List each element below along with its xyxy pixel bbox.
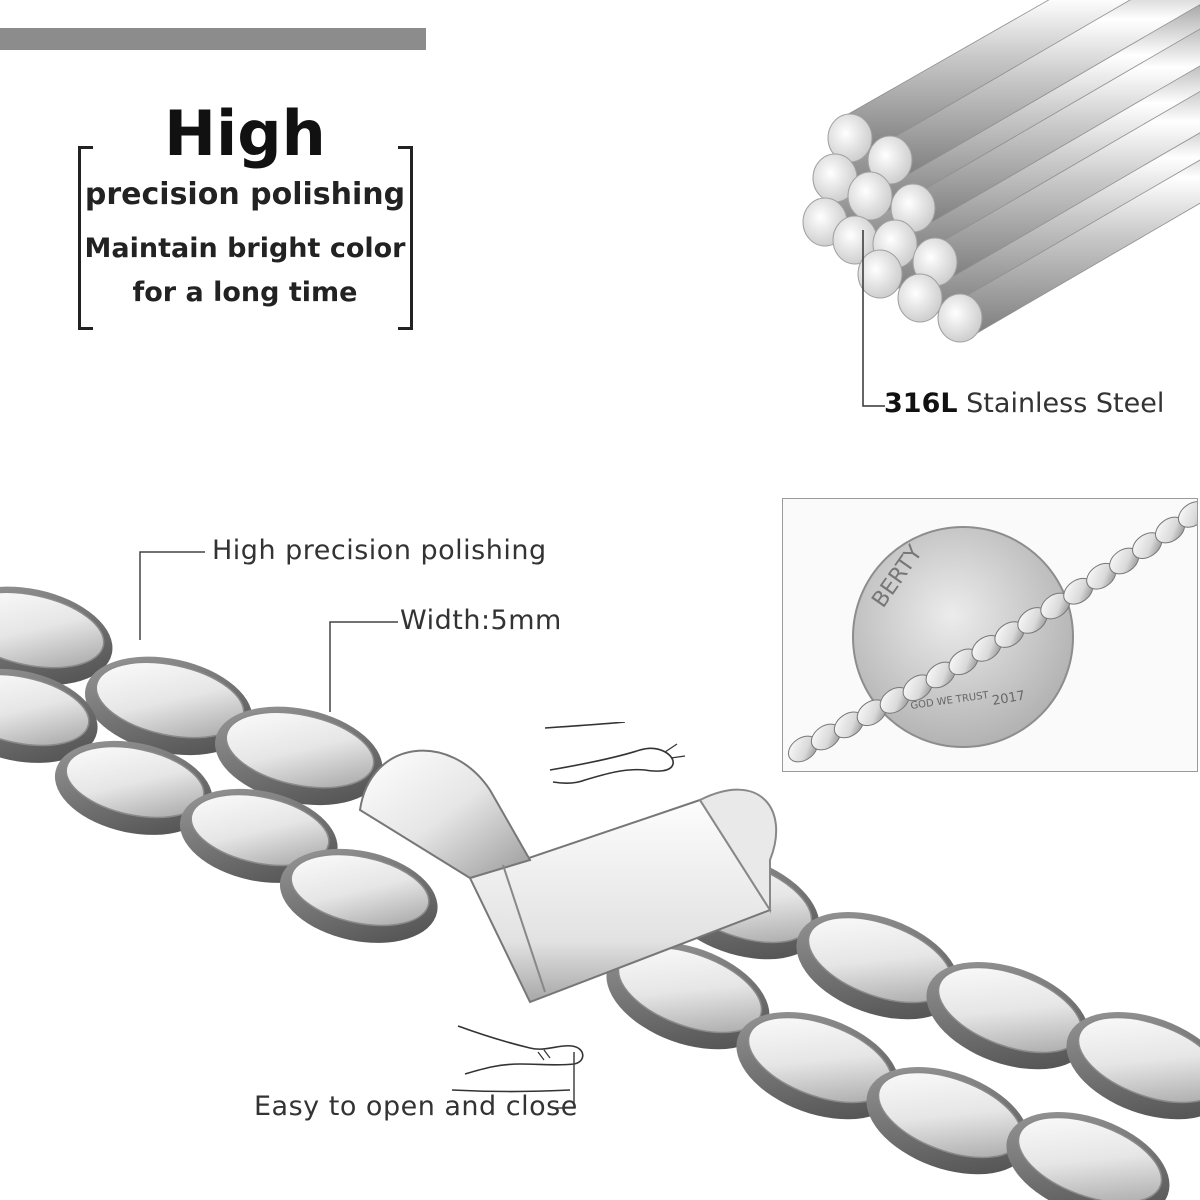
chain-link (215, 706, 383, 806)
coin-comparison-inset: BERTY GOD WE TRUST 2017 (782, 498, 1198, 772)
chain-link (0, 668, 98, 763)
callout-clasp: Easy to open and close (254, 1091, 578, 1122)
chain-link (0, 586, 113, 686)
clasp (358, 749, 778, 1004)
steel-rods-icon (802, 0, 1200, 343)
steel-rod-end (897, 273, 943, 323)
coin-year: 2017 (991, 688, 1026, 709)
right-bracket (398, 146, 413, 330)
inset-chain (787, 501, 1197, 763)
steel-rod-end (867, 135, 913, 185)
material-leader-line (862, 230, 885, 407)
hand-close-icon (451, 1025, 584, 1093)
chain-link (796, 911, 960, 1020)
coin-with-chain-image: BERTY GOD WE TRUST 2017 (787, 501, 1197, 763)
chain-bracelet-image (0, 586, 1200, 1200)
chain-link (926, 961, 1090, 1070)
chain-link (85, 656, 253, 756)
callout-width: Width:5mm (400, 605, 562, 636)
hero-line-3: for a long time (132, 277, 358, 308)
hero-block: High precision polishing Maintain bright… (78, 98, 412, 310)
hero-line-2: Maintain bright color (84, 233, 406, 264)
chain-link (606, 941, 770, 1050)
material-label: 316L Stainless Steel (884, 388, 1164, 419)
hero-title: High (164, 97, 326, 170)
header-bar (0, 28, 426, 50)
steel-rod-end (847, 171, 893, 221)
chain-link (1006, 1111, 1170, 1200)
hand-open-icon (545, 722, 686, 785)
inset-chain-link (1177, 501, 1197, 528)
material-name: Stainless Steel (966, 388, 1165, 419)
hero-line-1: precision polishing (84, 177, 406, 212)
steel-rod-end (937, 293, 983, 343)
callout-polishing: High precision polishing (212, 535, 547, 566)
chain-link (866, 1066, 1030, 1175)
chain-link (54, 740, 213, 835)
steel-rod-end (857, 249, 903, 299)
chain-link (1066, 1011, 1200, 1120)
chain-link (279, 848, 438, 943)
chain-link (736, 1011, 900, 1120)
material-code: 316L (884, 388, 958, 419)
left-bracket (78, 146, 93, 330)
